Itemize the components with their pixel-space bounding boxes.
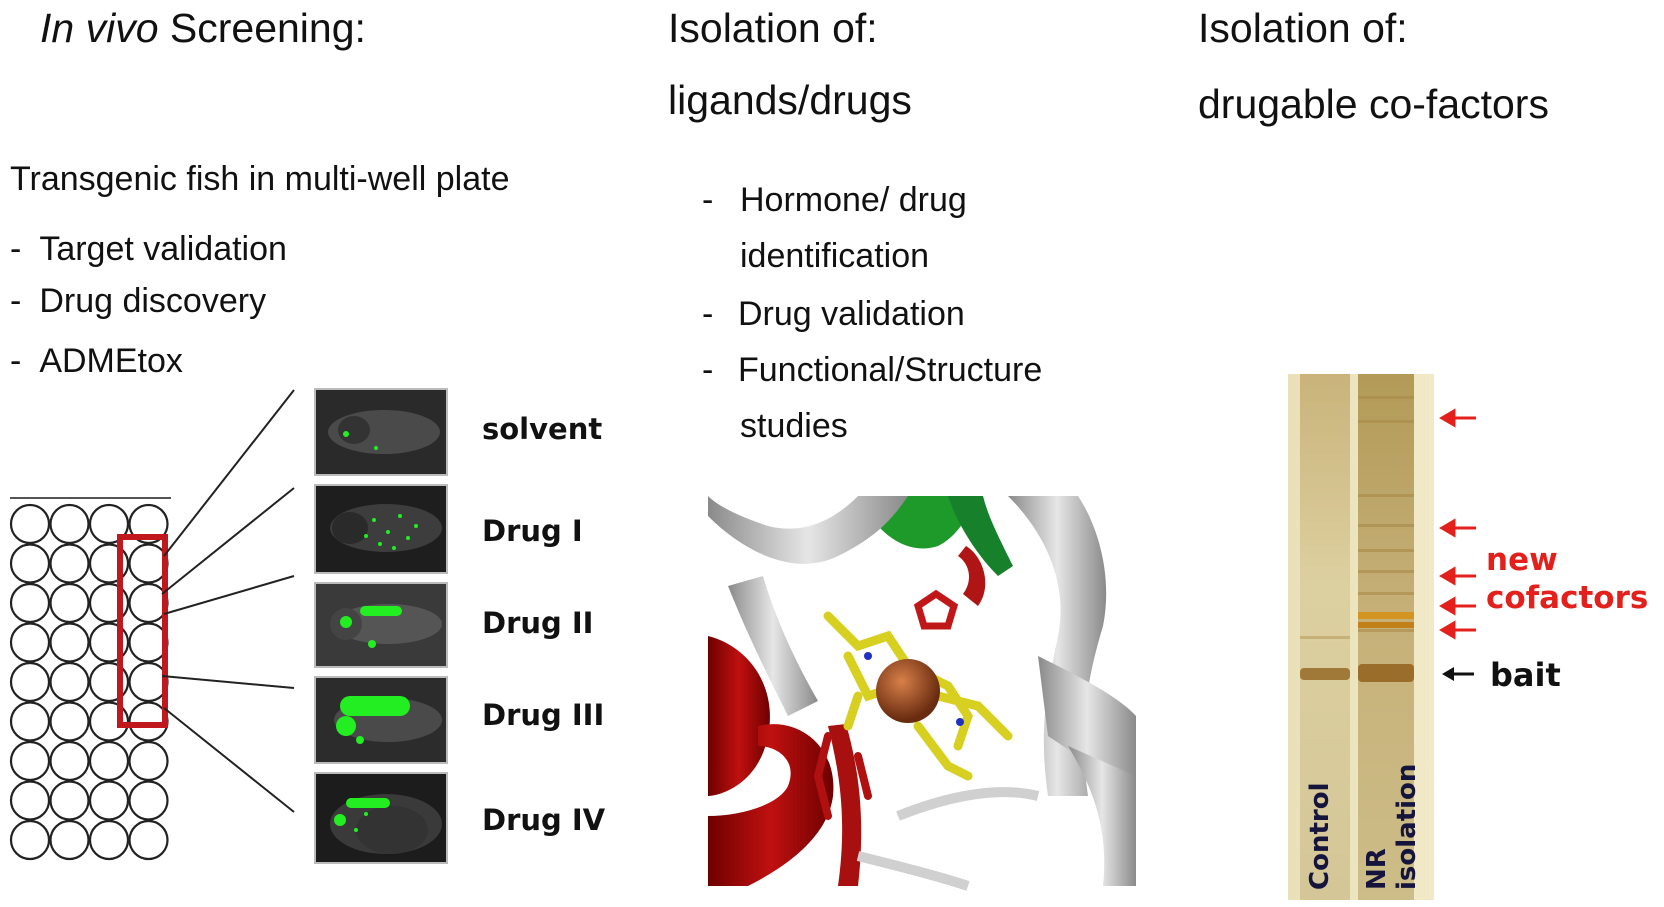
ligands-title-line2: ligands/drugs <box>668 77 912 123</box>
well <box>49 780 90 821</box>
well <box>49 622 90 663</box>
well <box>49 582 90 624</box>
well <box>88 622 130 663</box>
dash: - <box>10 282 22 320</box>
protein-ligand-structure-image <box>708 496 1136 891</box>
bullet-line2: identification <box>740 237 930 275</box>
annotation-bait: bait <box>1490 656 1561 694</box>
well <box>88 819 130 861</box>
bullet-functional-structure: - Functional/Structure studies <box>702 342 1042 454</box>
bullet-admetox: -ADMEtox <box>10 344 183 378</box>
transgenic-fish-subtitle: Transgenic fish in multi-well plate <box>10 160 510 198</box>
fish-thumbnail-drug-iii <box>314 676 448 764</box>
bullet-text: Target validation <box>39 230 287 268</box>
well <box>9 780 51 821</box>
arrow-left-icon <box>1439 596 1476 616</box>
dash: - <box>702 351 714 389</box>
well <box>88 543 130 584</box>
dash: - <box>702 181 714 219</box>
well <box>49 740 90 782</box>
well <box>49 701 90 742</box>
connector-lines <box>161 389 295 813</box>
well <box>9 819 51 861</box>
well <box>49 543 90 584</box>
zebrafish-image <box>316 678 446 762</box>
gel-lane-label-nr: NR <box>1362 848 1392 890</box>
highlighted-well-column <box>117 534 168 728</box>
ligands-title-line1: Isolation of: <box>668 5 878 51</box>
bullet-target-validation: -Target validation <box>10 232 287 266</box>
fish-thumbnail-drug-iv <box>314 772 448 864</box>
bullet-line1: Functional/Structure <box>738 351 1043 389</box>
silver-stain-gel-image <box>1288 374 1434 900</box>
bait-arrow-icon <box>1442 667 1474 681</box>
arrow-left-icon <box>1439 518 1476 538</box>
fish-label-drug-i: Drug I <box>482 514 583 548</box>
well <box>9 661 51 703</box>
annotation-new: new <box>1486 542 1558 578</box>
dash: - <box>10 230 22 268</box>
well <box>88 661 130 703</box>
zebrafish-image <box>316 390 446 474</box>
well <box>49 819 90 861</box>
bullet-line1: Hormone/ drug <box>740 181 967 219</box>
well <box>128 819 169 861</box>
zebrafish-image <box>316 584 446 666</box>
well <box>9 622 51 663</box>
well <box>49 661 90 703</box>
well <box>88 740 130 782</box>
fish-label-solvent: solvent <box>482 412 603 446</box>
well <box>49 503 90 545</box>
arrow-left-icon <box>1439 620 1476 640</box>
bullet-line1: Drug validation <box>738 295 965 333</box>
well <box>9 740 51 782</box>
cofactors-title-line2: drugable co-factors <box>1198 81 1549 127</box>
title-italic-part: In vivo <box>40 5 159 51</box>
well <box>128 503 169 545</box>
cofactors-title-line1: Isolation of: <box>1198 5 1408 51</box>
annotation-cofactors: cofactors <box>1486 580 1649 616</box>
fish-label-drug-iii: Drug III <box>482 698 605 732</box>
bullet-drug-validation: - Drug validation <box>702 286 965 342</box>
bullet-text: ADMEtox <box>39 342 183 380</box>
well <box>88 503 130 545</box>
well <box>88 582 130 624</box>
well <box>128 780 169 821</box>
fish-thumbnail-drug-i <box>314 484 448 574</box>
well <box>88 701 130 742</box>
title-rest-part: Screening: <box>158 5 366 51</box>
gel-lane-label-control: Control <box>1305 782 1335 890</box>
well <box>9 582 51 624</box>
cofactor-band-arrows <box>1439 408 1476 640</box>
fish-thumbnail-solvent <box>314 388 448 476</box>
fish-label-drug-ii: Drug II <box>482 606 594 640</box>
bullet-line2: studies <box>740 407 848 445</box>
in-vivo-screening-title: In vivo Screening: <box>40 8 366 49</box>
well <box>9 503 51 545</box>
well <box>128 740 169 782</box>
zebrafish-image <box>316 486 446 572</box>
fish-thumbnail-drug-ii <box>314 582 448 668</box>
well <box>88 780 130 821</box>
arrow-left-icon <box>1439 408 1476 428</box>
gel-lane-label-isolation: isolation <box>1392 763 1422 890</box>
multi-well-plate <box>9 497 171 861</box>
dash: - <box>10 342 22 380</box>
bullet-hormone-drug-identification: - Hormone/ drug identification <box>702 172 967 284</box>
bullet-drug-discovery: -Drug discovery <box>10 284 266 318</box>
arrow-left-icon <box>1439 566 1476 586</box>
fish-label-drug-iv: Drug IV <box>482 803 606 837</box>
well <box>9 543 51 584</box>
bullet-text: Drug discovery <box>39 282 267 320</box>
zebrafish-image <box>316 774 446 862</box>
well <box>9 701 51 742</box>
dash: - <box>702 295 714 333</box>
